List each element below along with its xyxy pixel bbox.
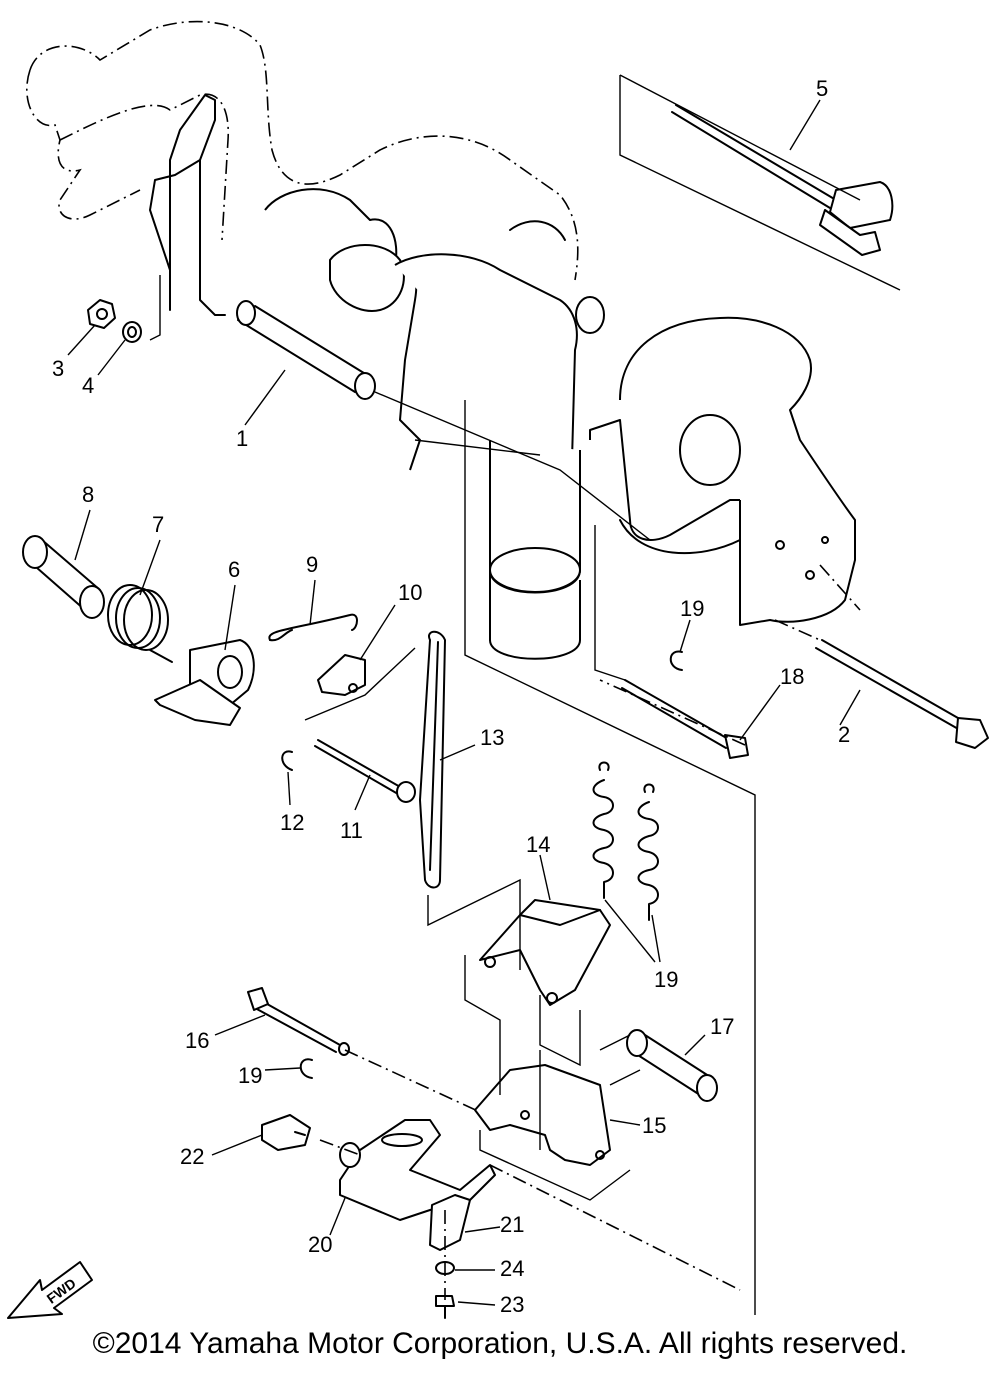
pin-18 [621,679,749,759]
callout-4: 4 [82,373,94,398]
callout-17: 17 [710,1014,734,1039]
shaft-1 [236,300,376,400]
pin-11 [314,739,416,803]
assembly-guide-lines [149,74,901,1315]
swivel-bracket [149,94,605,471]
springs-20 [592,761,659,921]
washer-4 [122,321,142,343]
callout-22: 21 [500,1212,524,1237]
wire-9 [268,613,358,642]
callout-10: 10 [398,580,422,605]
callout-9: 9 [306,552,318,577]
clamp-bracket [589,316,856,626]
callout-12: 12 [280,810,304,835]
callout-7: 7 [152,512,164,537]
copyright-notice: ©2014 Yamaha Motor Corporation, U.S.A. A… [92,1327,908,1360]
phantom-swivel-bracket [26,20,579,281]
callout-21: 20 [308,1232,332,1257]
cap-23 [261,1114,311,1151]
callout-3: 3 [52,356,64,381]
callout-14: 14 [526,832,550,857]
clip-19-lower [299,1058,313,1079]
clip-19-upper [669,650,683,671]
callout-11: 11 [340,818,363,843]
callout-5: 5 [816,76,828,101]
callout-6: 6 [228,557,240,582]
callout-20: 19 [654,967,678,992]
callout-18: 18 [780,664,804,689]
bracket-14 [479,899,611,1006]
callout-15: 15 [642,1113,666,1138]
spring-7 [107,584,173,663]
leader-lines [67,99,861,1306]
bolt-2 [815,639,989,749]
screw-24 [435,1295,455,1319]
rod-13 [419,630,446,889]
steering-tube [489,440,581,660]
bolt-16 [247,987,350,1056]
callout-24: 23 [500,1292,524,1317]
collar-17 [626,1029,718,1102]
collar-8 [22,535,105,619]
callout-19-lower: 19 [238,1063,262,1088]
callout-2: 2 [838,722,850,747]
stopper-10 [317,654,366,696]
callout-19-upper: 19 [680,596,704,621]
callout-16: 16 [185,1028,209,1053]
callout-13: 13 [480,725,504,750]
bracket-15 [474,1064,611,1166]
plate-22 [429,1194,471,1251]
fwd-arrow-icon: FWD [7,1261,93,1319]
callout-8: 8 [82,482,94,507]
lever-21 [339,1119,496,1221]
callout-1: 1 [236,426,248,451]
clip-12 [281,750,293,771]
pin-5 [671,104,894,256]
nut-3 [87,299,116,329]
lever-6 [154,639,255,726]
callout-25: 24 [500,1256,524,1281]
callout-23: 22 [180,1144,204,1169]
